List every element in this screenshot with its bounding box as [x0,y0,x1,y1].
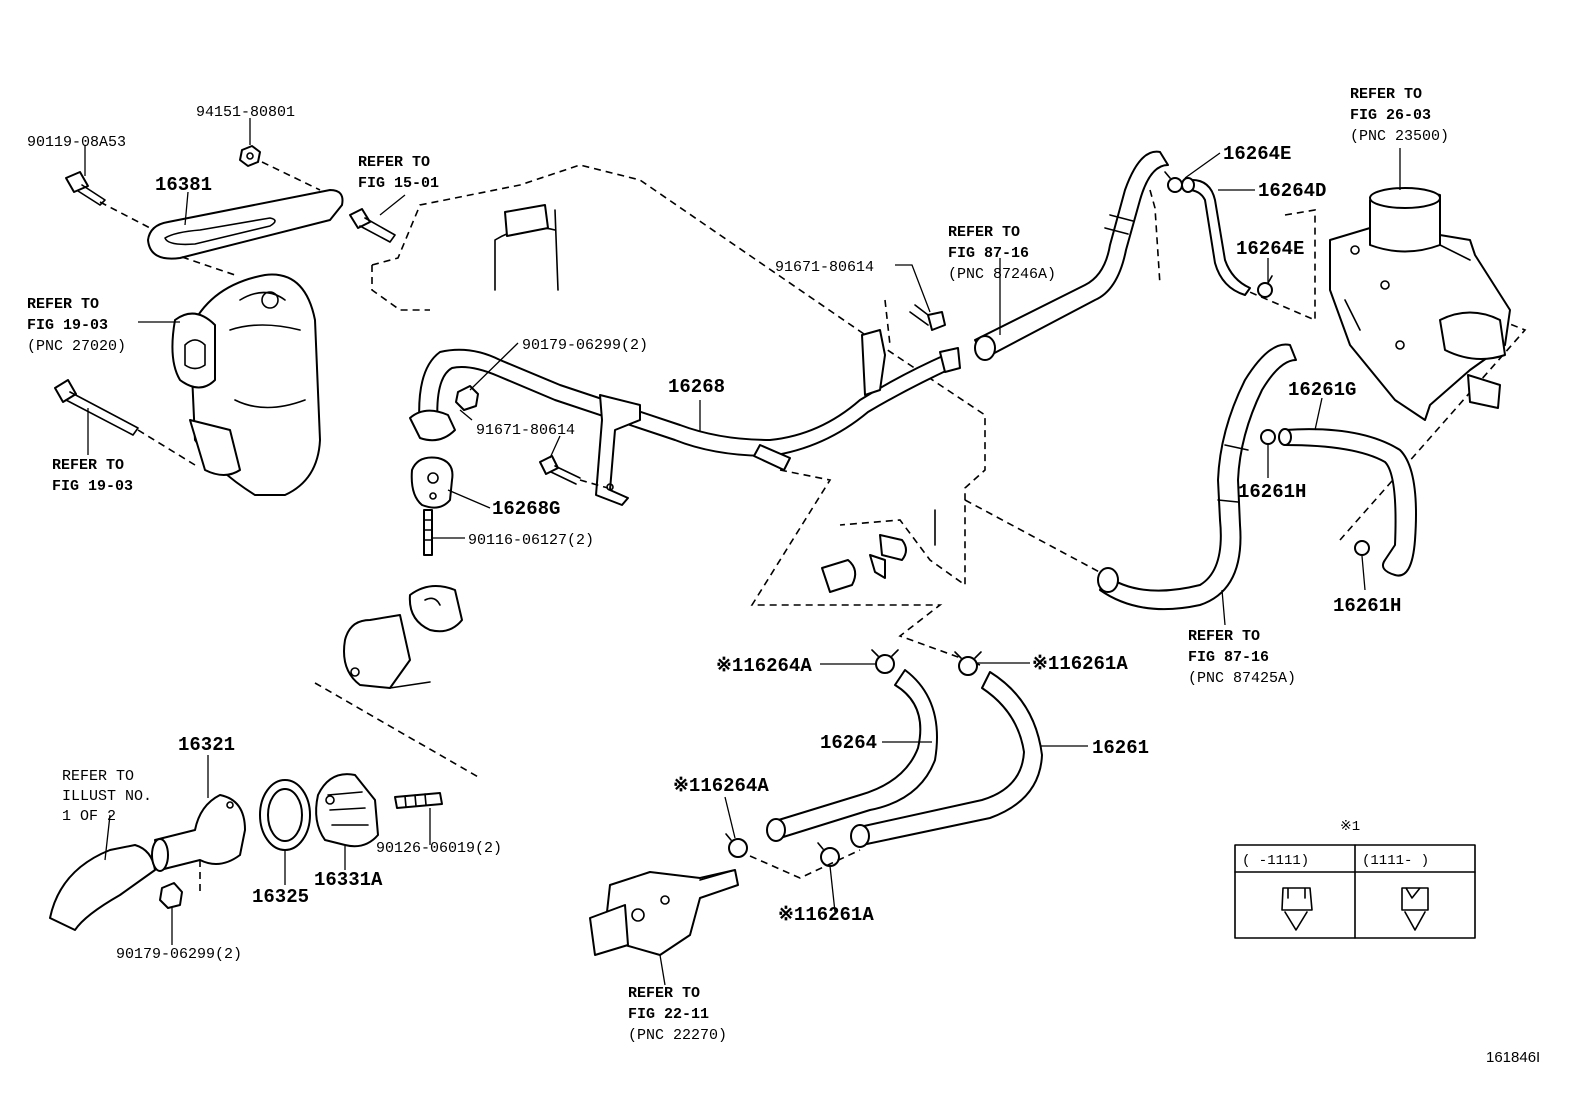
label-16264E-top: 16264E [1223,143,1291,165]
bracket-16381 [147,189,344,260]
label-refer-fig-19-03a-l2: FIG 19-03 [27,317,108,334]
leader-lines [84,118,1401,986]
label-16261H-a: 16261H [1238,481,1306,503]
label-16261G: 16261G [1288,379,1356,401]
clamp-16264E-mid [1257,275,1273,298]
label-refer-fig-19-03b-l2: FIG 19-03 [52,478,133,495]
label-16261H-b: 16261H [1333,595,1401,617]
label-refer-illust-l2: ILLUST NO. [62,788,152,805]
hose-refer-illust [49,844,156,931]
legend-table [1234,844,1476,939]
nut-90179-06299-pipe [455,385,479,411]
clamp-16264A-b [725,833,748,858]
label-refer-fig-26-03-l1: REFER TO [1350,86,1422,103]
label-refer-fig-22-11-l3: (PNC 22270) [628,1027,727,1044]
label-16321: 16321 [178,734,235,756]
stud-90126-06019 [394,792,443,809]
bolt-91671-80614-lower [539,455,609,489]
label-refer-fig-15-01-l1: REFER TO [358,154,430,171]
clamp-16261A-b [817,842,840,867]
label-refer-fig-87-16a-l3: (PNC 87246A) [948,266,1056,283]
label-16325: 16325 [252,886,309,908]
pipe-16268 [409,329,961,506]
hose-16261G [1278,428,1417,577]
bolt-91671-80614-upper [884,299,946,346]
legend-col-left: ( -1111) [1242,853,1309,869]
alternator [171,273,321,496]
clamp-16261H-a [1260,429,1276,445]
figure-id: 161846I [1486,1049,1540,1066]
clamp-16264E-top [1164,171,1183,193]
thermostat-16331A [315,773,379,848]
bolt-90119-08A53 [65,171,106,206]
long-bolt-fig-19-03 [54,379,139,436]
throttle-body [1329,187,1511,421]
label-90116-06127: 90116-06127(2) [468,532,594,549]
label-refer-fig-19-03a-l1: REFER TO [27,296,99,313]
label-16331A: 16331A [314,869,383,891]
hose-16264 [766,669,938,842]
clamp-16261H-b [1354,540,1370,556]
label-refer-fig-19-03a-l3: (PNC 27020) [27,338,126,355]
label-refer-fig-19-03b-l1: REFER TO [52,457,124,474]
label-refer-fig-26-03-l2: FIG 26-03 [1350,107,1431,124]
pipe-stubs [821,534,907,593]
hose-16264D [1181,177,1251,296]
label-refer-fig-87-16b-l1: REFER TO [1188,628,1260,645]
stud-fig-15-01 [349,208,396,243]
clamp-16264A-a [871,649,899,674]
label-16268: 16268 [668,376,725,398]
alternator-dashes [99,161,321,466]
label-refer-illust-l1: REFER TO [62,768,134,785]
iac-valve [589,869,739,956]
label-refer-fig-15-01-l2: FIG 15-01 [358,175,439,192]
water-outlet [343,585,463,689]
hose-87425A [1097,343,1297,611]
gasket-16268G [410,456,454,509]
label-16264A-a: ※116264A [716,655,812,677]
label-90179-06299-upper: 90179-06299(2) [522,337,648,354]
lower-clamp-dash [749,849,861,879]
label-90119-08A53: 90119-08A53 [27,134,126,151]
label-refer-fig-22-11-l2: FIG 22-11 [628,1006,709,1023]
hose-87246A [974,150,1169,361]
label-90126-06019: 90126-06019(2) [376,840,502,857]
label-16261A-b: ※116261A [778,904,874,926]
label-refer-fig-22-11-l1: REFER TO [628,985,700,1002]
stud-90116-06127 [423,509,433,556]
label-16261: 16261 [1092,737,1149,759]
label-16264D: 16264D [1258,180,1326,202]
label-16264: 16264 [820,732,877,754]
label-16268G: 16268G [492,498,560,520]
engine-outline [371,164,986,587]
label-refer-fig-87-16b-l3: (PNC 87425A) [1188,670,1296,687]
nut-94151-80801 [239,145,261,167]
label-refer-fig-87-16a-l2: FIG 87-16 [948,245,1029,262]
label-refer-fig-87-16a-l1: REFER TO [948,224,1020,241]
label-91671-80614-upper: 91671-80614 [775,259,874,276]
clip-type-new-icon [1401,887,1429,931]
label-refer-fig-87-16b-l2: FIG 87-16 [1188,649,1269,666]
center-dashes [314,189,1527,779]
hose-16261 [850,671,1043,848]
legend-col-right: (1111- ) [1362,853,1429,869]
label-91671-80614-lower: 91671-80614 [476,422,575,439]
legend-mark: ※1 [1340,819,1360,835]
label-16381: 16381 [155,174,212,196]
label-94151-80801: 94151-80801 [196,104,295,121]
inlet-16321 [151,794,246,895]
labels: 90119-08A53 94151-80801 16381 REFER TO F… [27,86,1540,1066]
clip-type-old-icon [1281,887,1313,931]
nut-90179-06299-lower [159,882,183,909]
label-16264E-mid: 16264E [1236,238,1304,260]
clamp-16261A-a [954,651,982,676]
label-16264A-b: ※116264A [673,775,769,797]
label-90179-06299-lower: 90179-06299(2) [116,946,242,963]
label-refer-fig-26-03-l3: (PNC 23500) [1350,128,1449,145]
label-refer-illust-l3: 1 OF 2 [62,808,116,825]
gasket-16325 [259,779,311,851]
label-16261A-a: ※116261A [1032,653,1128,675]
